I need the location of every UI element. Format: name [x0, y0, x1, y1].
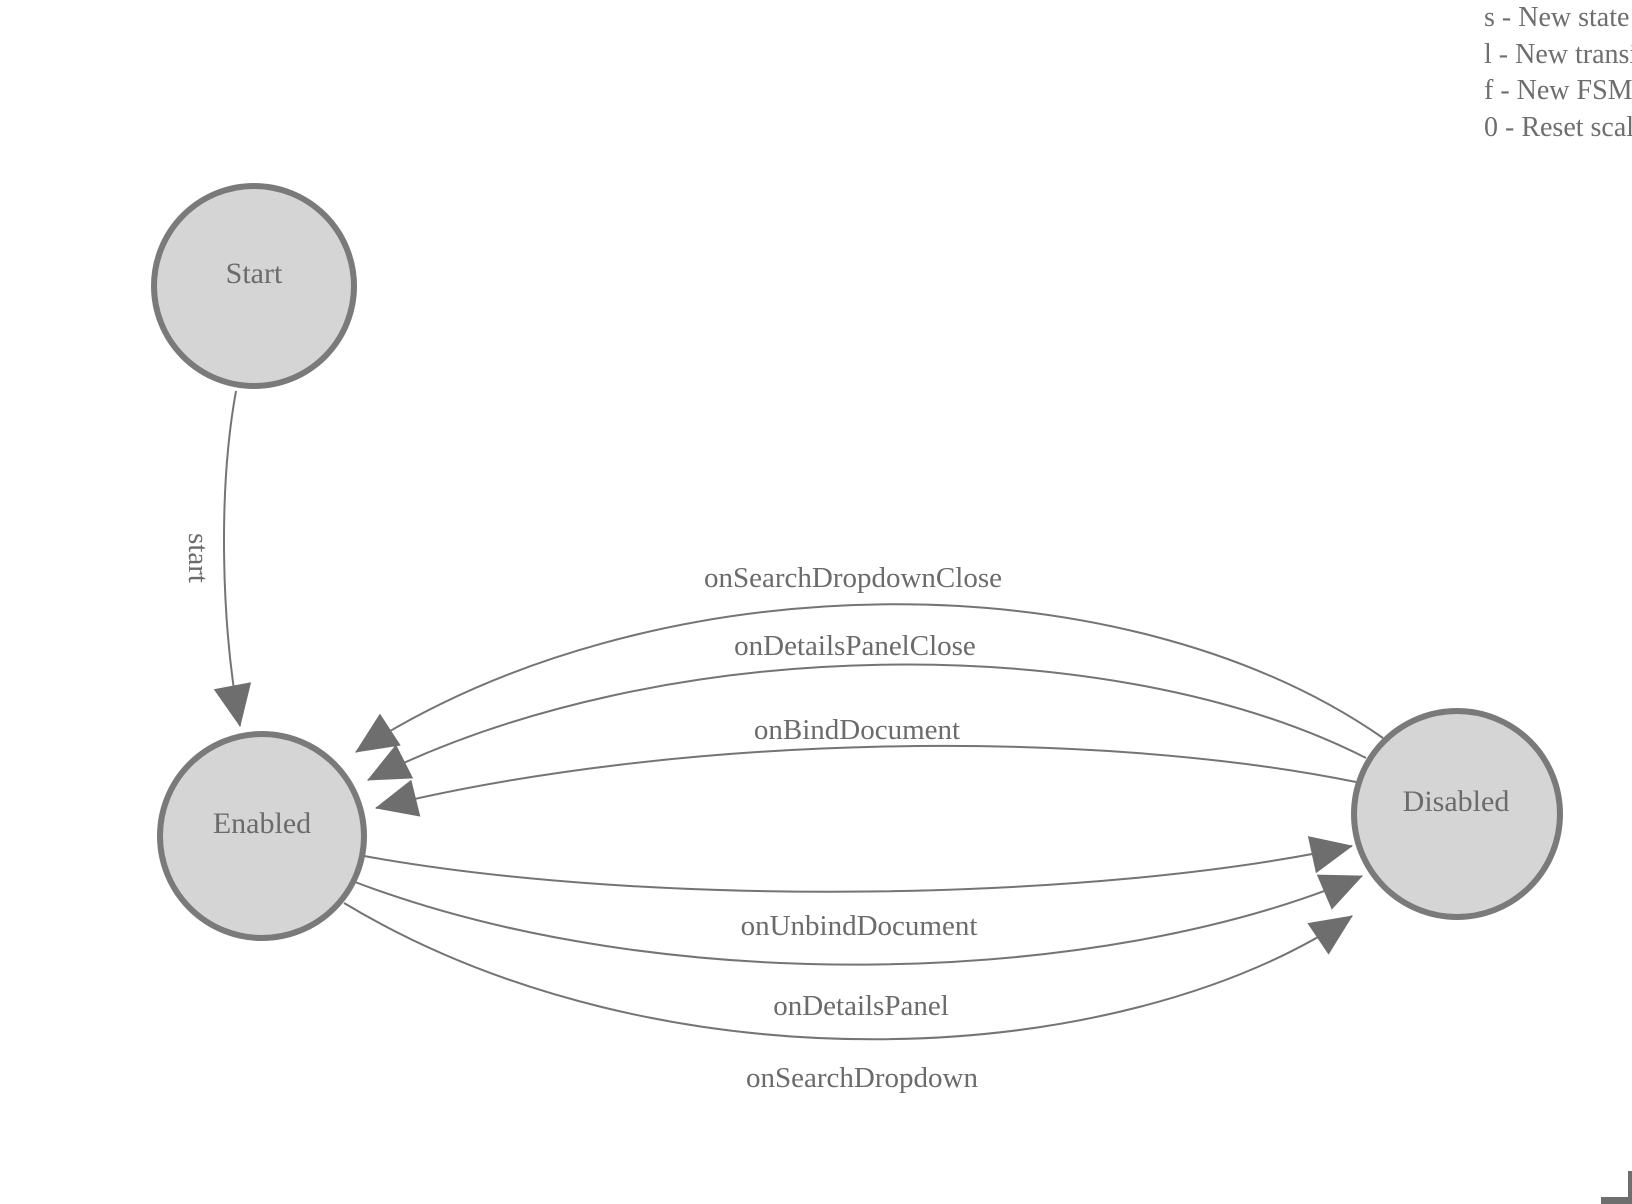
state-node-enabled[interactable]: Enabled	[157, 731, 367, 941]
edge-label-onDetailsPanel[interactable]: onDetailsPanel	[773, 990, 949, 1022]
partial-element-corner	[1601, 1171, 1632, 1204]
legend-line-new-fsm: f - New FSM	[1484, 75, 1632, 106]
edge-label-onBindDocument[interactable]: onBindDocument	[754, 714, 960, 746]
state-node-disabled[interactable]: Disabled	[1351, 708, 1563, 920]
state-circle-enabled[interactable]	[157, 731, 367, 941]
edge-label-onDetailsPanelClose[interactable]: onDetailsPanelClose	[734, 630, 976, 662]
edge-onBindDocument[interactable]	[375, 744, 1357, 817]
state-node-start[interactable]: Start	[151, 183, 357, 389]
edge-label-onUnbindDocument[interactable]: onUnbindDocument	[741, 910, 978, 942]
edge-label-onSearchDropdown[interactable]: onSearchDropdown	[746, 1062, 978, 1094]
edge-start[interactable]	[213, 390, 252, 727]
edge-label-start[interactable]: start	[182, 533, 214, 583]
edge-onSearchDropdown[interactable]	[343, 902, 1353, 1041]
edge-onUnbindDocument[interactable]	[363, 836, 1353, 893]
legend-line-reset-scale: 0 - Reset scale	[1484, 111, 1632, 143]
state-circle-disabled[interactable]	[1351, 708, 1563, 920]
state-circle-start[interactable]	[151, 183, 357, 389]
edge-onSearchDropdownClose[interactable]	[355, 603, 1384, 753]
edge-onDetailsPanel[interactable]	[354, 874, 1363, 966]
state-label-start: Start	[226, 257, 283, 290]
state-label-disabled: Disabled	[1403, 785, 1510, 818]
legend-line-new-state: s - New state	[1484, 2, 1630, 33]
edge-onDetailsPanelClose[interactable]	[367, 663, 1367, 781]
legend-line-new-transition: l - New transition	[1484, 38, 1632, 70]
edge-label-onSearchDropdownClose[interactable]: onSearchDropdownClose	[704, 562, 1002, 594]
state-label-enabled: Enabled	[213, 807, 311, 840]
hotkey-legend: s - New state l - New transition f - New…	[1484, 0, 1632, 146]
